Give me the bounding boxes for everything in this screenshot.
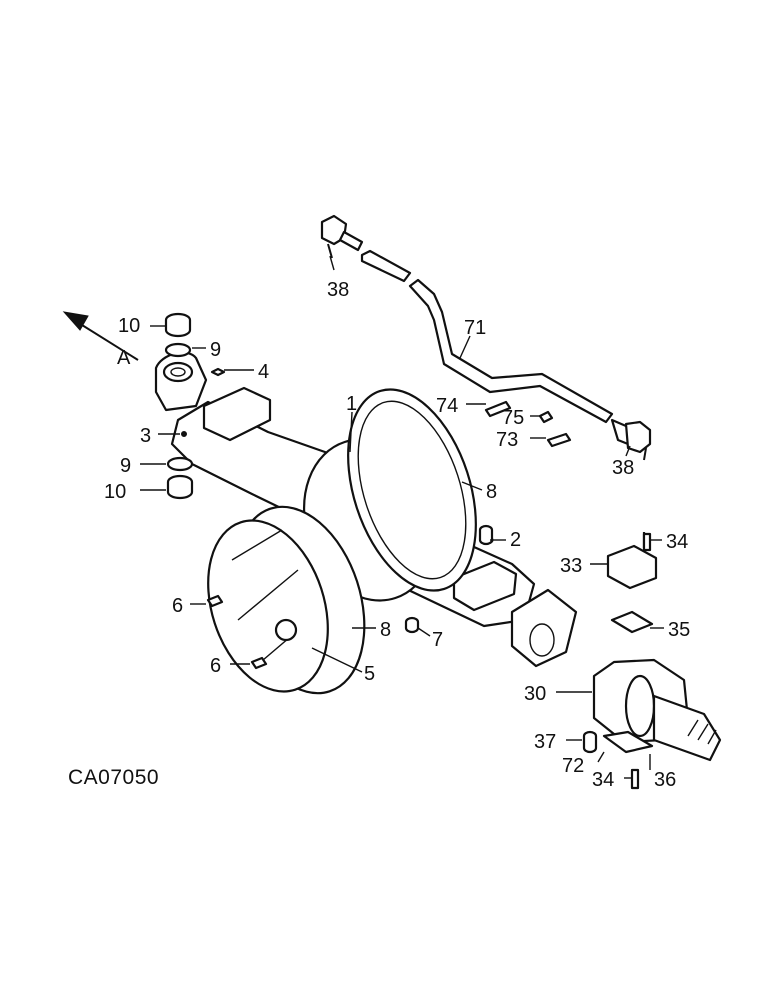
gasket-upper xyxy=(347,388,477,592)
race-9-lower xyxy=(166,456,194,472)
callout-73: 73 xyxy=(496,429,518,451)
callout-36: 36 xyxy=(654,769,676,791)
bearing-10-upper xyxy=(164,312,192,338)
callout-8-upper: 8 xyxy=(486,481,497,503)
plate-33 xyxy=(606,544,658,590)
callout-30: 30 xyxy=(524,683,546,705)
tie-rod-assembly xyxy=(320,214,652,461)
pin-34-lower xyxy=(630,768,640,790)
callout-2: 2 xyxy=(510,529,521,551)
output-shaft xyxy=(652,694,722,762)
callout-3: 3 xyxy=(140,425,151,447)
callout-34-upper: 34 xyxy=(666,531,688,553)
callout-72: 72 xyxy=(562,755,584,777)
callout-75: 75 xyxy=(502,407,524,429)
callout-33: 33 xyxy=(560,555,582,577)
callout-8-lower: 8 xyxy=(380,619,391,641)
fitting-4 xyxy=(210,367,226,377)
tie-rod-tube xyxy=(360,249,412,283)
callout-1: 1 xyxy=(346,393,357,415)
plug-6-lower xyxy=(250,656,268,670)
callout-38-left: 38 xyxy=(327,279,349,301)
direction-marker-a: A xyxy=(117,347,131,369)
pin-34-upper xyxy=(642,532,652,552)
callout-71: 71 xyxy=(464,317,486,339)
direction-arrow xyxy=(62,311,139,361)
pin-75 xyxy=(538,410,554,424)
callout-6-upper: 6 xyxy=(172,595,183,617)
race-9-upper xyxy=(164,342,192,358)
plate-36 xyxy=(602,730,654,754)
final-drive-housing xyxy=(582,532,722,790)
callout-9-lower: 9 xyxy=(120,455,131,477)
callout-10-upper: 10 xyxy=(118,315,140,337)
callout-35: 35 xyxy=(668,619,690,641)
bearing-10-lower xyxy=(166,474,194,500)
callout-7: 7 xyxy=(432,629,443,651)
axle-right-knuckle xyxy=(510,588,578,668)
differential-cover xyxy=(207,505,366,695)
leader-lines xyxy=(140,255,664,779)
callout-38-right: 38 xyxy=(612,457,634,479)
callout-5: 5 xyxy=(364,663,375,685)
plug-6-upper xyxy=(206,594,224,608)
drawing-reference: CA07050 xyxy=(68,766,159,789)
callout-37: 37 xyxy=(534,731,556,753)
callout-4: 4 xyxy=(258,361,269,383)
callout-34-lower: 34 xyxy=(592,769,614,791)
shim-35 xyxy=(610,610,654,634)
tie-rod-end-right xyxy=(624,420,652,454)
bolt-74 xyxy=(484,400,512,418)
plug-7 xyxy=(404,616,420,634)
callout-74: 74 xyxy=(436,395,458,417)
callout-6-lower: 6 xyxy=(210,655,221,677)
callout-9-upper: 9 xyxy=(210,339,221,361)
left-bearing-stack xyxy=(164,312,494,670)
callout-labels: 38 71 1 10 9 A 4 3 9 10 8 2 6 6 8 7 5 74… xyxy=(104,279,690,791)
plug-37 xyxy=(582,730,598,754)
callout-10-lower: 10 xyxy=(104,481,126,503)
bolt-73 xyxy=(546,432,572,448)
breather-2 xyxy=(478,524,494,546)
